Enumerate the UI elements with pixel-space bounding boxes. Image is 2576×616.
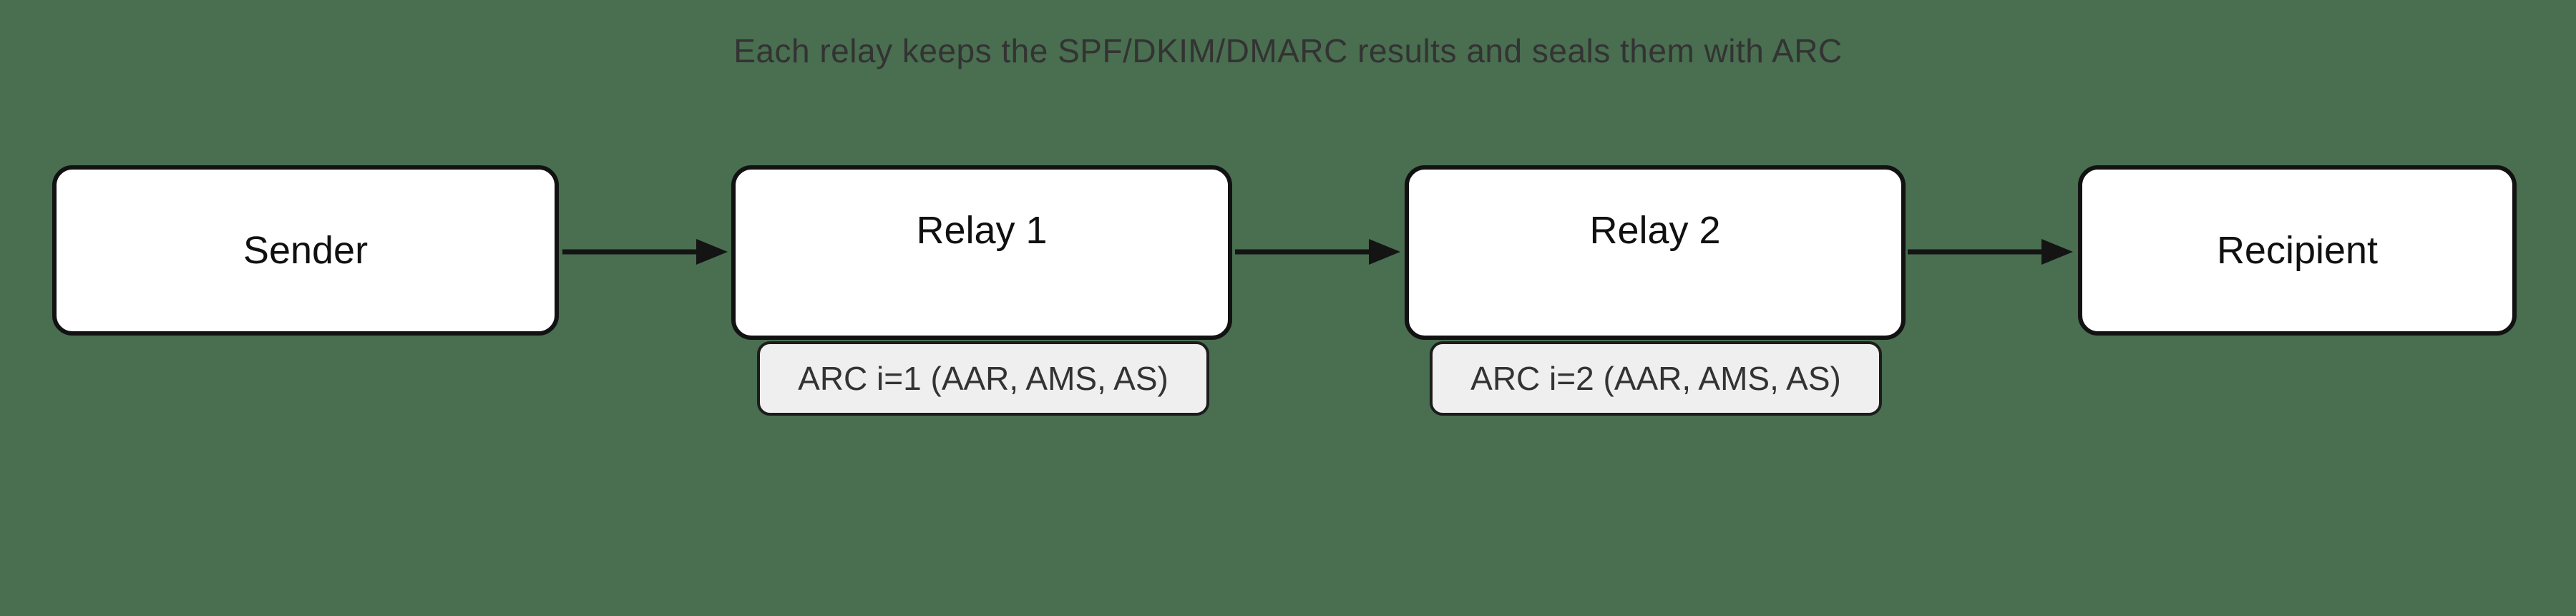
arrow-relay1-to-relay2 [1235, 239, 1400, 265]
arrow-relay2-to-recipient [1908, 239, 2073, 265]
node-relay1-label: Relay 1 [916, 209, 1048, 252]
arc-badge-relay1: ARC i=1 (AAR, AMS, AS) [757, 341, 1209, 416]
arrow-head-icon [2041, 239, 2073, 265]
node-sender-label: Sender [243, 229, 369, 272]
node-recipient: Recipient [2078, 165, 2517, 336]
node-relay2-label: Relay 2 [1589, 209, 1721, 252]
arrow-head-icon [696, 239, 728, 265]
arc-badge-relay2: ARC i=2 (AAR, AMS, AS) [1430, 341, 1882, 416]
node-relay2: Relay 2 [1405, 165, 1906, 340]
node-relay1: Relay 1 [731, 165, 1232, 340]
node-sender: Sender [52, 165, 559, 336]
node-recipient-label: Recipient [2216, 229, 2379, 272]
diagram-title: Each relay keeps the SPF/DKIM/DMARC resu… [733, 32, 1843, 69]
arrow-head-icon [1369, 239, 1400, 265]
arrow-sender-to-relay1 [562, 239, 728, 265]
